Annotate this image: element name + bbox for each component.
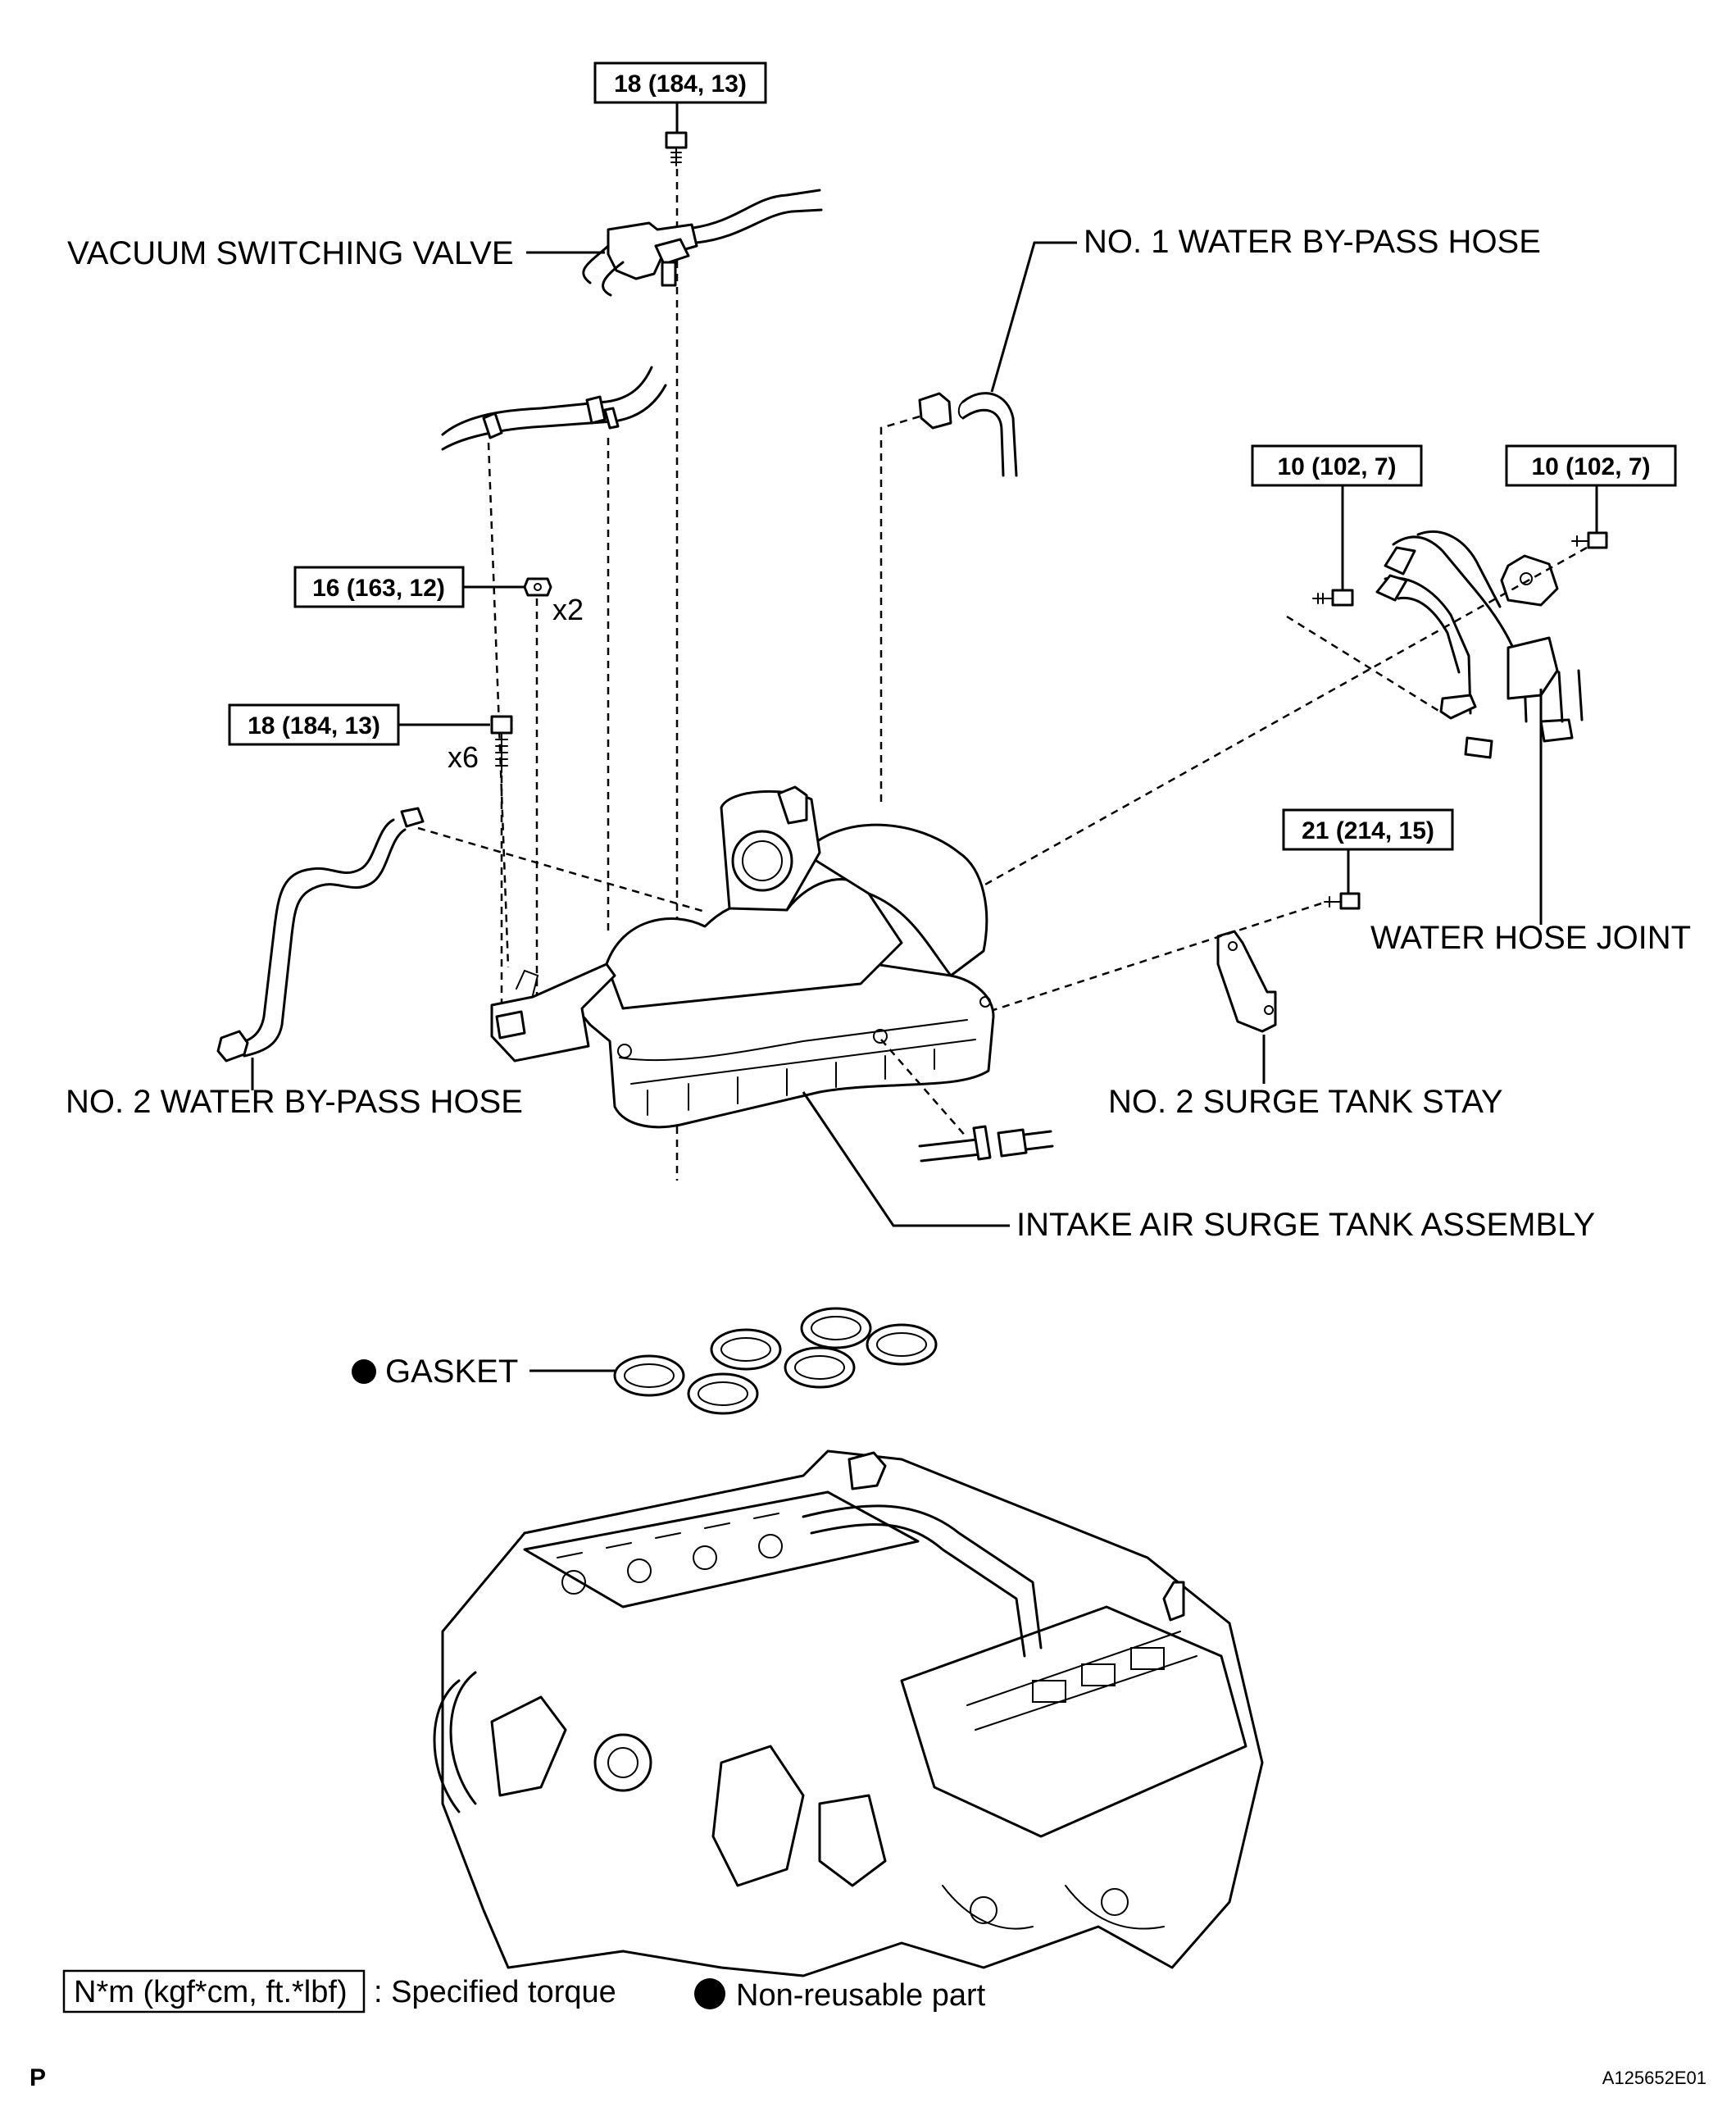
svg-text:18 (184, 13): 18 (184, 13) [248,712,380,739]
svg-text:21 (214, 15): 21 (214, 15) [1302,817,1434,844]
bolt-icon [1312,589,1354,607]
vacuum-switching-valve-part [582,189,823,297]
torque-box-stay-bolt: 21 (214, 15) [1282,808,1454,894]
svg-text:INTAKE AIR SURGE TANK ASSEMBLY: INTAKE AIR SURGE TANK ASSEMBLY [1016,1207,1595,1243]
svg-text:WATER HOSE JOINT: WATER HOSE JOINT [1370,920,1691,956]
bolt-icon [1324,892,1361,910]
nut-icon [523,577,552,597]
torque-box-joint-bolt-right: 10 (102, 7) [1505,444,1677,533]
no1-water-bypass-hose-label: NO. 1 WATER BY-PASS HOSE [990,224,1541,393]
no2-surge-tank-stay-label: NO. 2 SURGE TANK STAY [1108,1035,1503,1120]
svg-text:NO. 1 WATER BY-PASS HOSE: NO. 1 WATER BY-PASS HOSE [1084,224,1541,260]
svg-text:18 (184, 13): 18 (184, 13) [614,71,747,98]
svg-text:NO. 2 SURGE TANK STAY: NO. 2 SURGE TANK STAY [1108,1084,1503,1120]
water-hose-joint-part [1375,530,1584,759]
svg-text:GASKET: GASKET [385,1354,518,1390]
bolt-icon [1571,531,1608,549]
svg-text:: Specified torque: : Specified torque [374,1975,616,2009]
torque-box-vsv-bolt: 18 (184, 13) [593,61,767,133]
no1-water-bypass-hose-part [918,392,1018,477]
legend-torque: N*m (kgf*cm, ft.*lbf) : Specified torque [62,1969,616,2014]
vacuum-hose-lower-part [918,1125,1054,1163]
page-code: P [30,2064,46,2091]
torque-box-surge-bolt: 18 (184, 13) [228,703,490,746]
svg-text:Non-reusable part: Non-reusable part [736,1978,986,2013]
intake-air-surge-tank-assembly-part [490,785,995,1129]
vacuum-hose-part [441,366,667,451]
torque-box-joint-bolt-left: 10 (102, 7) [1251,444,1423,590]
water-hose-joint-label: WATER HOSE JOINT [1370,689,1691,956]
legend-nonreusable: Non-reusable part [694,1978,986,2013]
bolt-icon [665,131,688,166]
gasket-part [613,1307,938,1415]
nut-quantity: x2 [552,593,584,626]
nonreusable-mark-icon [694,1978,725,2009]
torque-box-surge-nut: 16 (163, 12) [293,566,525,608]
no2-water-bypass-hose-part [216,807,425,1062]
nonreusable-mark-icon [352,1359,376,1384]
svg-text:10 (102, 7): 10 (102, 7) [1277,453,1396,480]
bolt-quantity: x6 [448,740,479,774]
svg-text:VACUUM SWITCHING VALVE: VACUUM SWITCHING VALVE [67,235,514,271]
figure-id: A125652E01 [1602,2068,1706,2088]
vacuum-switching-valve-label: VACUUM SWITCHING VALVE [67,235,605,271]
bolt-icon [490,715,513,773]
svg-text:NO. 2 WATER BY-PASS HOSE: NO. 2 WATER BY-PASS HOSE [66,1084,523,1120]
svg-text:10 (102, 7): 10 (102, 7) [1531,453,1650,480]
svg-text:N*m (kgf*cm, ft.*lbf): N*m (kgf*cm, ft.*lbf) [74,1975,348,2009]
svg-text:16 (163, 12): 16 (163, 12) [312,575,445,602]
engine-block-illustration [433,1449,1264,1977]
no2-water-bypass-hose-label: NO. 2 WATER BY-PASS HOSE [66,1058,523,1120]
no2-surge-tank-stay-part [1216,930,1277,1033]
gasket-label: GASKET [352,1354,616,1390]
intake-air-surge-tank-assembly-label: INTAKE AIR SURGE TANK ASSEMBLY [802,1091,1595,1243]
